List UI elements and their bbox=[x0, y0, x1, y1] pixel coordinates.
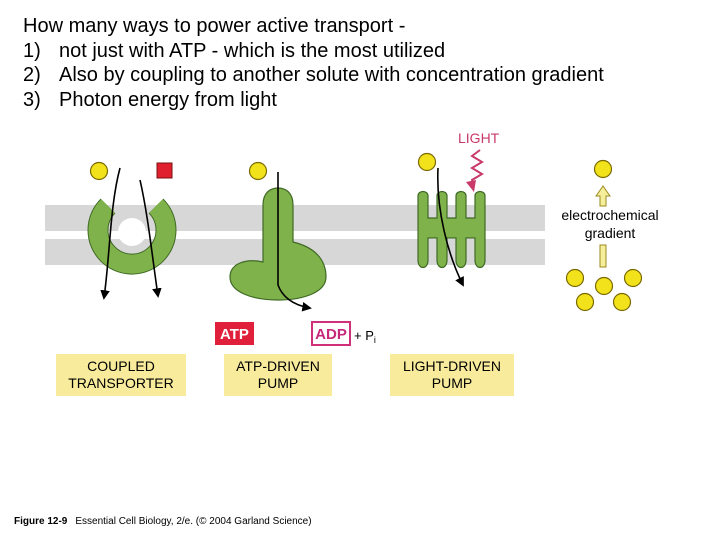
gradient-arrow-up-icon bbox=[595, 185, 611, 207]
atp-label: ATP bbox=[220, 326, 249, 343]
adp-box bbox=[311, 321, 351, 346]
coupled-solute-square bbox=[156, 162, 173, 179]
solute-molecule bbox=[612, 292, 632, 312]
atp-pump-label-line1: ATP-DRIVEN bbox=[236, 358, 320, 374]
list-item: 1) not just with ATP - which is the most… bbox=[23, 39, 446, 62]
atp-pump-arrow bbox=[277, 172, 312, 312]
light-arrow-head-icon bbox=[466, 180, 476, 192]
solute-molecule bbox=[565, 268, 585, 288]
atp-driven-pump bbox=[229, 172, 327, 312]
light-wave-icon bbox=[470, 149, 484, 187]
figure-source: Essential Cell Biology, 2/e. (© 2004 Gar… bbox=[75, 516, 312, 527]
coupled-arrow-left bbox=[100, 167, 121, 300]
gradient-label-line2: gradient bbox=[585, 225, 636, 241]
adp-label: ADP bbox=[315, 326, 347, 343]
solute-molecule bbox=[417, 152, 437, 172]
light-pump-arrow bbox=[436, 167, 464, 287]
heading-title: How many ways to power active transport … bbox=[23, 15, 406, 37]
coupled-label-line2: TRANSPORTER bbox=[68, 375, 174, 391]
coupled-arrow-right bbox=[139, 179, 162, 298]
transporter-binding-pocket bbox=[118, 218, 146, 246]
solute-molecule bbox=[623, 268, 643, 288]
coupled-transporter bbox=[87, 167, 177, 300]
solute-molecule bbox=[248, 161, 268, 181]
solute-molecule bbox=[594, 276, 614, 296]
light-pump-label-box bbox=[390, 354, 514, 396]
atp-box bbox=[215, 322, 254, 345]
light-driven-pump bbox=[417, 167, 486, 287]
light-pump-label-line2: PUMP bbox=[432, 375, 472, 391]
solute-molecule bbox=[593, 159, 613, 179]
figure-number: Figure 12-9 bbox=[14, 516, 68, 527]
list-item: 3) Photon energy from light bbox=[23, 88, 277, 111]
heading: How many ways to power active transport … bbox=[23, 14, 713, 112]
figure-caption: Figure 12-9 Essential Cell Biology, 2/e. … bbox=[14, 516, 312, 527]
coupled-transporter-label-box bbox=[56, 354, 186, 396]
solute-molecule bbox=[575, 292, 595, 312]
phosphate-label: + Pi bbox=[354, 328, 376, 345]
coupled-label-line1: COUPLED bbox=[87, 358, 155, 374]
solute-molecule bbox=[89, 161, 109, 181]
light-pump-label-line1: LIGHT-DRIVEN bbox=[403, 358, 501, 374]
atp-pump-label-box bbox=[224, 354, 332, 396]
gradient-arrow-shaft bbox=[599, 244, 607, 268]
gradient-label-line1: electrochemical bbox=[561, 207, 658, 223]
list-item: 2) Also by coupling to another solute wi… bbox=[23, 64, 604, 86]
light-label: LIGHT bbox=[458, 130, 500, 146]
atp-pump-label-line2: PUMP bbox=[258, 375, 298, 391]
